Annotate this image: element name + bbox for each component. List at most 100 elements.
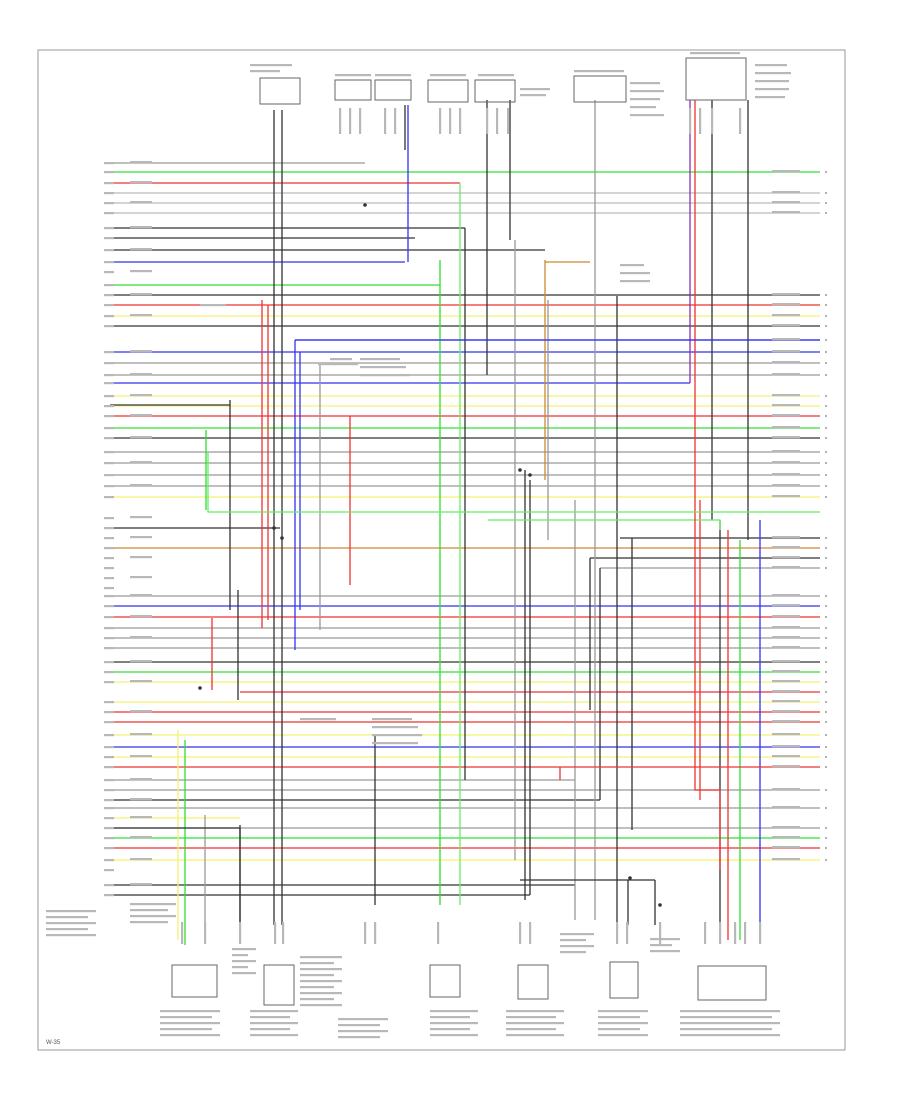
label-mark <box>104 647 114 650</box>
terminal-mark <box>825 746 827 748</box>
label-mark <box>338 1018 388 1021</box>
label-mark <box>104 681 114 684</box>
terminal-mark <box>825 711 827 713</box>
label-mark <box>330 358 352 361</box>
terminal-mark <box>825 547 827 549</box>
label-mark <box>372 742 418 745</box>
terminal-mark <box>825 789 827 791</box>
routed-wire <box>488 519 721 530</box>
label-mark <box>507 108 510 134</box>
label-mark <box>104 304 114 307</box>
label-mark <box>160 1010 220 1013</box>
label-mark <box>104 766 114 769</box>
label-mark <box>772 436 800 439</box>
label-mark <box>130 576 152 579</box>
splice-dot <box>628 876 632 880</box>
label-mark <box>104 284 114 287</box>
label-mark <box>772 733 800 736</box>
label-mark <box>529 922 532 944</box>
label-mark <box>772 211 800 214</box>
splice-dot <box>658 903 662 907</box>
label-mark <box>680 1010 780 1013</box>
label-mark <box>300 956 342 959</box>
label-mark <box>364 922 367 944</box>
label-mark <box>772 303 800 306</box>
label-mark <box>130 921 168 924</box>
label-mark <box>772 191 800 194</box>
footer-code: W-35 <box>46 1040 61 1046</box>
label-mark <box>772 846 800 849</box>
terminal-mark <box>825 837 827 839</box>
label-mark <box>104 415 114 418</box>
label-mark <box>130 798 152 801</box>
terminal-mark <box>825 339 827 341</box>
label-mark <box>620 272 650 275</box>
labels <box>46 52 827 1039</box>
label-mark <box>598 1010 648 1013</box>
relay-3-component <box>427 79 469 103</box>
label-mark <box>711 108 714 134</box>
label-mark <box>130 414 152 417</box>
label-mark <box>104 827 114 830</box>
label-mark <box>130 816 152 819</box>
label-mark <box>430 1028 470 1031</box>
label-mark <box>772 836 800 839</box>
label-mark <box>704 922 707 944</box>
terminal-mark <box>825 294 827 296</box>
label-mark <box>104 789 114 792</box>
terminal-mark <box>825 661 827 663</box>
label-mark <box>130 270 152 273</box>
label-mark <box>430 74 466 77</box>
label-mark <box>772 338 800 341</box>
terminal-mark <box>825 304 827 306</box>
label-mark <box>160 1016 212 1019</box>
label-mark <box>274 922 277 944</box>
label-mark <box>630 98 660 101</box>
terminal-mark <box>825 807 827 809</box>
label-mark <box>130 461 152 464</box>
label-mark <box>232 972 256 975</box>
label-mark <box>250 1034 298 1037</box>
terminal-mark <box>825 859 827 861</box>
label-mark <box>772 636 800 639</box>
terminal-mark <box>825 374 827 376</box>
terminal-mark <box>825 701 827 703</box>
label-mark <box>772 394 800 397</box>
label-mark <box>598 1016 640 1019</box>
label-mark <box>630 106 656 109</box>
label-mark <box>496 108 499 134</box>
label-mark <box>130 181 152 184</box>
label-mark <box>130 293 152 296</box>
label-mark <box>104 249 114 252</box>
label-mark <box>772 720 800 723</box>
label-mark <box>506 1022 564 1025</box>
terminal-mark <box>825 756 827 758</box>
label-mark <box>104 374 114 377</box>
label-mark <box>300 986 334 989</box>
label-mark <box>104 721 114 724</box>
terminal-mark <box>825 827 827 829</box>
label-mark <box>232 966 248 969</box>
label-mark <box>739 108 742 134</box>
label-mark <box>104 315 114 318</box>
label-mark <box>104 779 114 782</box>
label-mark <box>104 451 114 454</box>
label-mark <box>104 537 114 540</box>
label-mark <box>104 517 114 520</box>
terminal-mark <box>825 671 827 673</box>
terminal-mark <box>825 474 827 476</box>
label-mark <box>430 1016 470 1019</box>
splice-dot <box>272 526 276 530</box>
terminal-mark <box>825 721 827 723</box>
label-mark <box>239 922 242 944</box>
label-mark <box>130 394 152 397</box>
throttle-position-sensor <box>171 964 218 998</box>
terminal-mark <box>825 557 827 559</box>
label-mark <box>104 405 114 408</box>
label-mark <box>130 615 152 618</box>
label-mark <box>439 108 442 134</box>
terminal-mark <box>825 595 827 597</box>
label-mark <box>104 382 114 385</box>
terminal-mark <box>825 192 827 194</box>
